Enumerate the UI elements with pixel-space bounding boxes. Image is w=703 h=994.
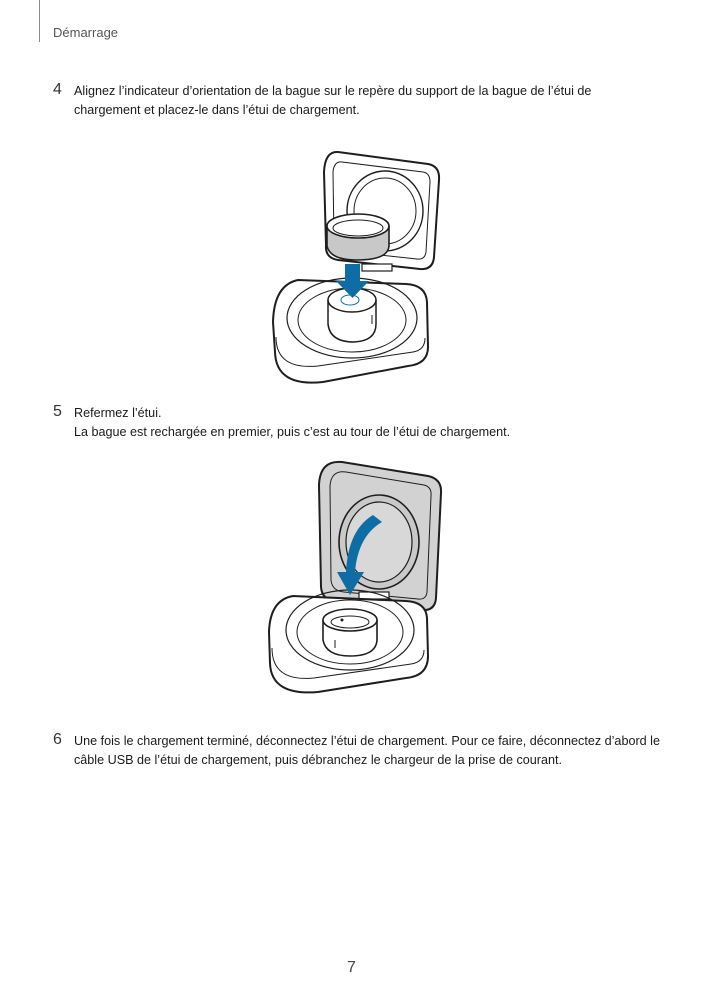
section-title: Démarrage — [53, 25, 119, 40]
step-text: Alignez l’indicateur d’orientation de la… — [74, 82, 663, 120]
step-number: 6 — [53, 731, 62, 748]
page-number: 7 — [347, 959, 356, 976]
header-rule — [39, 0, 40, 42]
ring-insertion-image — [271, 150, 441, 384]
step-line: câble USB de l’étui de chargement, puis … — [74, 753, 562, 767]
step-number: 4 — [53, 81, 62, 98]
step-number: 5 — [53, 403, 62, 420]
step-text: Une fois le chargement terminé, déconnec… — [74, 732, 663, 770]
step-5: 5 Refermez l’étui. La bague est rechargé… — [53, 403, 663, 442]
close-case-illustration — [266, 460, 446, 694]
step-line: Refermez l’étui. — [74, 406, 162, 420]
step-line: Alignez l’indicateur d’orientation de la… — [74, 84, 592, 98]
step-6: 6 Une fois le chargement terminé, déconn… — [53, 731, 663, 770]
step-line: Une fois le chargement terminé, déconnec… — [74, 734, 660, 748]
step-line: La bague est rechargée en premier, puis … — [74, 425, 511, 439]
step-line: chargement et placez-le dans l’étui de c… — [74, 103, 360, 117]
close-case-image — [267, 460, 443, 694]
step-text: Refermez l’étui. La bague est rechargée … — [74, 404, 663, 442]
step-4: 4 Alignez l’indicateur d’orientation de … — [53, 81, 663, 120]
ring-insertion-illustration — [268, 142, 443, 384]
